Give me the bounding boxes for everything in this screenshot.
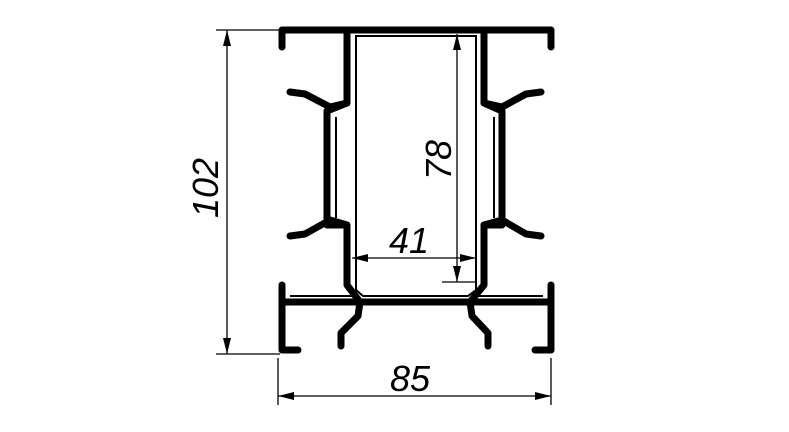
inner-channel-lines	[290, 35, 543, 297]
arrow-78-bottom	[453, 266, 461, 282]
bottom-flange	[278, 281, 555, 306]
aluminium-profile-section	[278, 26, 555, 354]
arrow-78-top	[453, 34, 461, 50]
right-lower-fin	[480, 216, 545, 240]
dimension-arrowheads	[223, 30, 551, 400]
bottom-right-lip	[531, 298, 555, 354]
top-flange	[278, 26, 555, 51]
left-bottom-hook	[337, 298, 364, 350]
right-upper-fin	[480, 88, 545, 111]
bottom-left-lip	[278, 298, 302, 354]
dim-85-label: 85	[390, 358, 431, 399]
right-web	[466, 26, 506, 306]
dim-41-label: 41	[389, 220, 429, 261]
arrow-41-right	[460, 254, 476, 262]
left-lower-fin	[286, 216, 351, 240]
dimension-lines	[216, 29, 552, 405]
arrow-102-bottom	[223, 338, 231, 354]
arrow-85-right	[535, 392, 551, 400]
arrow-41-left	[352, 254, 368, 262]
dim-102-label: 102	[185, 158, 226, 218]
left-upper-fin	[286, 88, 351, 111]
arrow-102-top	[223, 30, 231, 46]
arrow-85-left	[278, 392, 294, 400]
right-bottom-hook	[466, 298, 492, 350]
dim-78-label: 78	[418, 140, 459, 180]
